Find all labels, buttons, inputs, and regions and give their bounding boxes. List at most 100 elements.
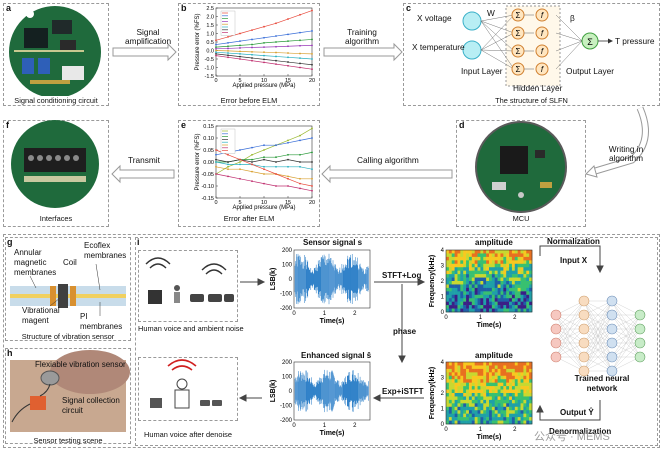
spectrogram-cell [500,284,504,289]
spectrogram-cell [448,410,453,414]
spectrogram-cell [468,256,473,261]
spectrogram-cell [523,362,527,366]
spectrogram-cell [460,277,464,282]
spectrogram-cell [460,382,464,387]
spectrogram-frame [445,361,533,425]
spectrogram-x-tick: 0 [444,427,448,433]
spectrogram-cell [497,410,501,414]
spectrogram-cell [448,274,453,278]
spectrogram-cell [503,365,507,370]
spectrogram-cell [517,281,521,285]
y-tick-label: 1.5 [206,23,214,29]
spectrogram-cell [523,281,527,285]
spectrogram-cell [460,305,464,309]
spectrogram-cell [474,250,478,254]
spectrogram-cell [500,256,504,261]
spectrogram-cell [523,298,527,302]
weight-label: W [487,8,495,18]
spectrogram-cell [474,379,478,383]
spectrogram-cell [520,379,524,383]
hidden-layer-label: Hidden Layer [513,83,563,93]
spectrogram-cell [468,410,473,414]
nn-link [611,314,641,358]
x-tick-label: 20 [309,78,315,84]
spectrogram-cell [480,250,484,254]
spectrogram-cell [457,291,461,296]
spectrogram-cell [451,403,455,408]
spectrogram-cell [509,393,513,397]
spectrogram-cell [466,365,470,370]
series-point [275,156,277,159]
x-tick-label: 20 [309,200,315,206]
spectrogram-cell [526,281,530,285]
spectrogram-cell [446,368,450,373]
spectrogram-cell [480,396,484,401]
spectrogram-cell [491,420,496,425]
y-tick-label: 2.5 [206,6,214,12]
spectrogram-cell [491,403,496,408]
spectrogram-cell [480,375,484,380]
spectrogram-cell [529,294,533,299]
spectrogram-cell [506,298,510,302]
spectrogram-cell [457,365,461,370]
spectrogram-cell [446,260,450,265]
spectrogram-cell [454,379,458,383]
spectrogram-cell [463,420,467,425]
spectrogram-cell [503,277,507,282]
spectrogram-cell [474,389,478,394]
spectrogram-cell [520,362,524,366]
spectrogram-cell [474,277,478,282]
signal-frame [293,361,371,421]
spectrogram-cell [460,253,464,258]
panel-f-caption: Interfaces [39,214,73,223]
spectrogram-cell [509,420,513,425]
spectrogram-cell [457,393,461,397]
spectrogram-cell [509,410,513,414]
spectrogram-cell [517,406,521,411]
nn-neuron [634,337,646,349]
spectrogram-cell [483,270,487,275]
spectrogram-cell [460,386,464,390]
spectrogram-cell [486,250,490,254]
series-point [311,30,313,32]
spectrogram-cell [463,386,467,390]
spectrogram-cell [451,386,455,390]
series-point [227,165,229,168]
spectrogram-cell [471,417,475,421]
series-point [287,52,289,54]
spectrogram-cell [517,417,521,421]
spectrogram-cell [457,368,461,373]
x-axis-label: Applied pressure (MPa) [232,205,295,211]
spectrogram-cell [503,256,507,261]
spectrogram-cell [454,406,458,411]
x-tick-label: 5 [238,200,241,206]
spectrogram-cell [514,417,518,421]
spectrogram-cell [514,270,518,275]
spectrogram-cell [529,372,533,377]
spectrogram-cell [520,263,524,268]
spectrogram-cell [491,301,496,306]
spectrogram-cell [489,287,493,292]
spectrogram-cell [466,406,470,411]
spectrogram-cell [471,410,475,414]
spectrogram-cell [451,277,455,282]
spectrogram-cell [523,413,527,418]
spectrogram-cell [526,284,530,289]
spectrogram-cell [506,274,510,278]
spectrogram-cell [529,368,533,373]
spectrogram-cell [454,308,458,313]
signal-x-label: Time(s) [320,430,345,437]
spectrogram-cell [489,274,493,278]
nn-neuron [578,351,590,363]
input-hidden-links [480,14,515,70]
spectrogram-cell [503,417,507,421]
spectrogram-cell [451,267,455,271]
spectrogram-cell [489,410,493,414]
spectrogram-cell [486,417,490,421]
spectrogram-cell [489,372,493,377]
spectrogram-cell [529,284,533,289]
spectrogram-cell [480,270,484,275]
nn-neuron [606,295,618,307]
spectrogram-cell [514,281,518,285]
spectrogram-cell [446,250,450,254]
